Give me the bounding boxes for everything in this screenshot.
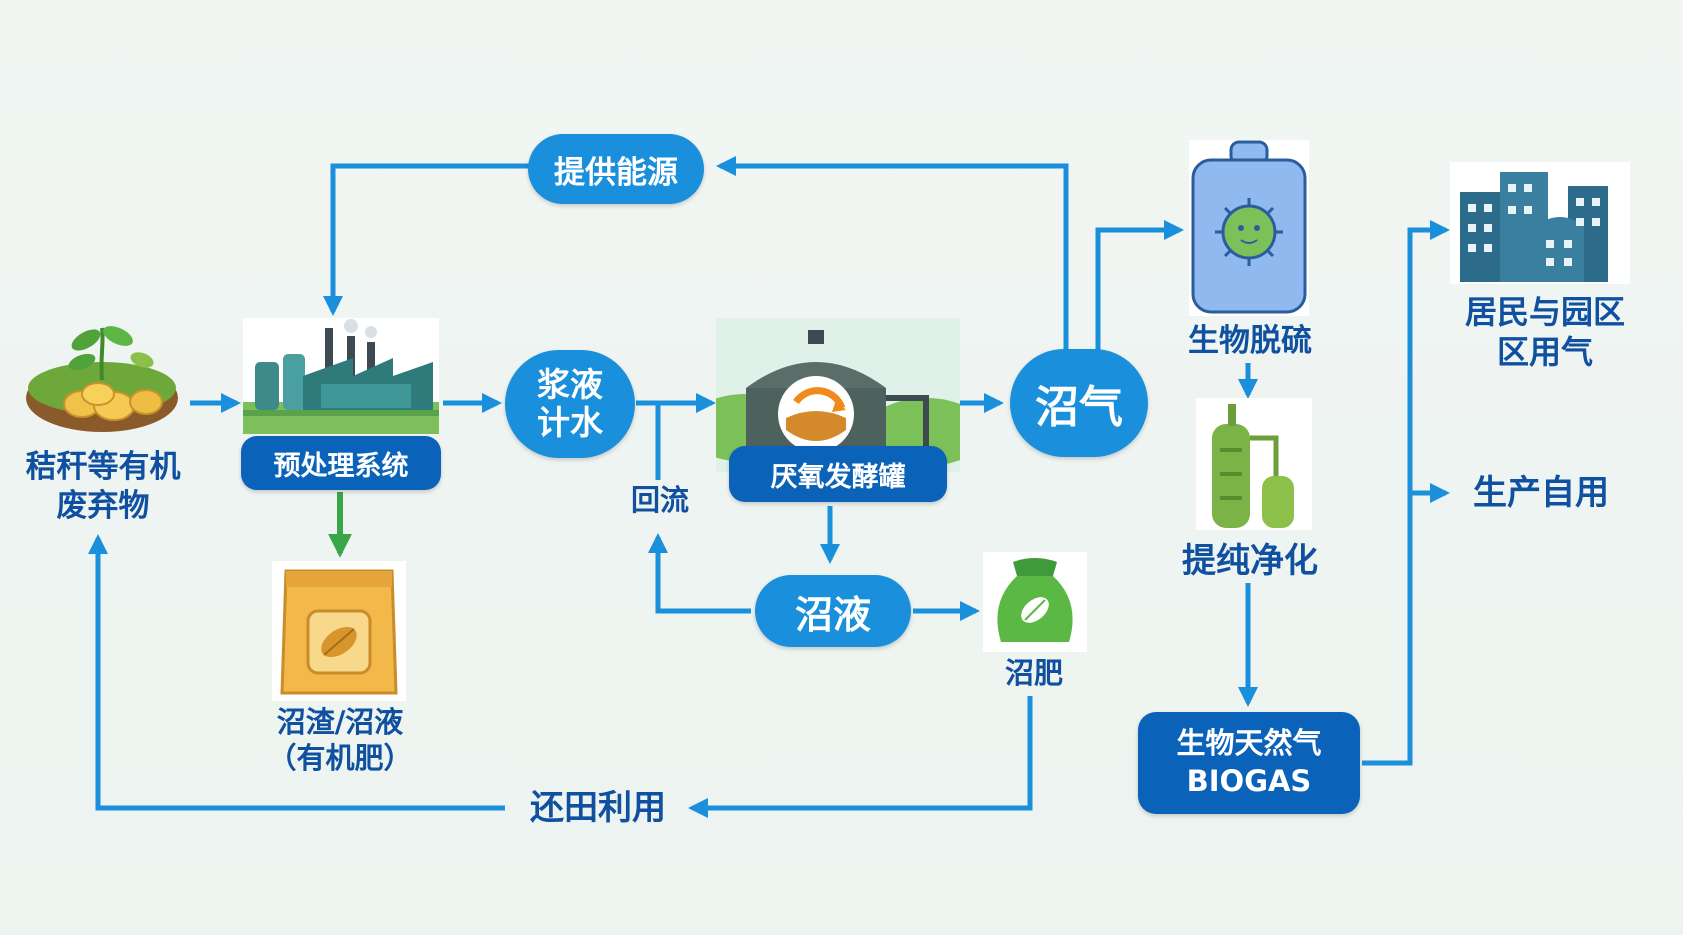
node-slurry: 浆液 计水 [505, 350, 635, 458]
arrow-field-to-waste [88, 534, 505, 811]
node-biomethane: 生物天然气 BIOGAS [1138, 712, 1360, 814]
seedling-potato-icon [22, 318, 182, 438]
node-residue-label: 沼渣/沼液 （有机肥） [267, 705, 413, 776]
node-desulfurization-label: 生物脱硫 [1188, 323, 1312, 359]
node-digester: 厌氧发酵罐 [729, 446, 947, 502]
label-reflux: 回流 [630, 483, 689, 517]
arrow-biogas-to-desulfurization [1095, 220, 1184, 356]
purification-tower-icon [1196, 398, 1312, 530]
node-residential-label: 居民与园区 区用气 [1464, 293, 1625, 371]
city-buildings-icon [1450, 162, 1630, 284]
arrow-biomethane-to-residential [1362, 220, 1450, 766]
arrow-fertilizer-to-field [688, 696, 1033, 818]
label-field-use: 还田利用 [530, 788, 666, 828]
arrow-reflux [648, 533, 751, 614]
arrow-energy-to-pretreatment [323, 163, 530, 316]
arrow-energy-loop [716, 156, 1069, 356]
fertilizer-bag-icon [983, 552, 1087, 652]
node-biogas-raw: 沼气 [1010, 349, 1148, 457]
node-pretreatment: 预处理系统 [241, 436, 441, 490]
node-self-use-label: 生产自用 [1473, 473, 1609, 513]
microbe-tank-icon [1189, 140, 1309, 316]
factory-icon [243, 318, 439, 434]
node-purification-label: 提纯净化 [1182, 541, 1318, 581]
node-waste-label: 秸秆等有机 废弃物 [25, 449, 181, 524]
node-digestate-liquid: 沼液 [755, 575, 911, 647]
biogas-tank-icon [716, 318, 960, 472]
node-energy-supply: 提供能源 [528, 134, 704, 204]
node-fertilizer-label: 沼肥 [1004, 656, 1063, 690]
leaf-package-icon [272, 561, 406, 701]
